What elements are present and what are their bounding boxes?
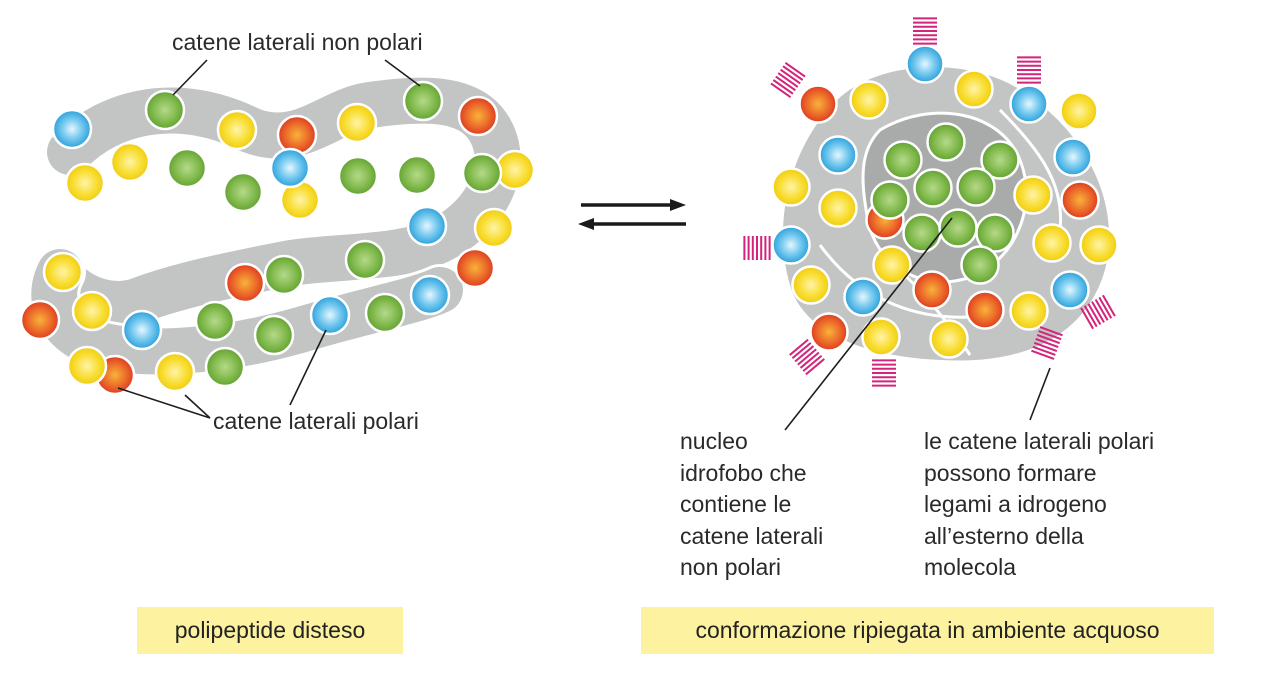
nonpolar-side-chain-bead <box>975 213 1015 253</box>
nonpolar-side-chain-bead <box>956 167 996 207</box>
polar-yellow-side-chain-bead <box>872 245 912 285</box>
polar-yellow-side-chain-bead <box>473 207 515 249</box>
nonpolar-side-chain-bead <box>222 171 264 213</box>
polar-yellow-side-chain-bead <box>336 102 378 144</box>
nonpolar-side-chain-bead <box>913 168 953 208</box>
hydrogen-bond-marks <box>743 17 1116 387</box>
polar-blue-side-chain-bead <box>818 135 858 175</box>
polar-blue-side-chain-bead <box>905 44 945 84</box>
label-polar-side-chains: catene laterali polari <box>213 408 419 434</box>
hydrogen-bond-mark <box>1031 326 1063 360</box>
unfolded-side-chains <box>19 80 536 396</box>
polar-yellow-side-chain-bead <box>861 317 901 357</box>
nonpolar-side-chain-bead <box>870 180 910 220</box>
hydrogen-bond-mark <box>1080 294 1116 330</box>
nonpolar-side-chain-bead <box>902 213 942 253</box>
hbond-line-5: molecola <box>924 554 1017 580</box>
core-line-3: contiene le <box>680 491 792 517</box>
core-line-5: non polari <box>680 554 782 580</box>
polar-blue-side-chain-bead <box>771 225 811 265</box>
nonpolar-side-chain-bead <box>144 89 186 131</box>
nonpolar-side-chain-bead <box>364 292 406 334</box>
polar-blue-side-chain-bead <box>409 274 451 316</box>
polar-red-side-chain-bead <box>798 84 838 124</box>
hbond-line-3: legami a idrogeno <box>924 491 1107 517</box>
nonpolar-side-chain-bead <box>883 140 923 180</box>
polar-yellow-side-chain-bead <box>71 290 113 332</box>
polar-yellow-side-chain-bead <box>154 351 196 393</box>
polar-yellow-side-chain-bead <box>1009 291 1049 331</box>
polar-red-side-chain-bead <box>965 290 1005 330</box>
nonpolar-side-chain-bead <box>396 154 438 196</box>
nonpolar-side-chain-bead <box>263 254 305 296</box>
polar-yellow-side-chain-bead <box>1059 91 1099 131</box>
hydrogen-bond-mark <box>789 338 825 376</box>
polar-yellow-side-chain-bead <box>64 162 106 204</box>
polar-red-side-chain-bead <box>224 262 266 304</box>
polar-blue-side-chain-bead <box>1009 84 1049 124</box>
polar-red-side-chain-bead <box>1060 180 1100 220</box>
hbond-line-4: all’esterno della <box>924 522 1084 549</box>
equilibrium-arrows <box>578 199 686 230</box>
polar-blue-side-chain-bead <box>406 205 448 247</box>
hbond-line-2: possono formare <box>924 459 1097 486</box>
polar-yellow-side-chain-bead <box>771 167 811 207</box>
polar-red-side-chain-bead <box>454 247 496 289</box>
nonpolar-side-chain-bead <box>402 80 444 122</box>
polar-blue-side-chain-bead <box>843 277 883 317</box>
left-pointer-lines <box>117 59 421 419</box>
polar-yellow-side-chain-bead <box>42 251 84 293</box>
polar-yellow-side-chain-bead <box>954 69 994 109</box>
polar-red-side-chain-bead <box>276 114 318 156</box>
core-line-2: idrofobo che <box>680 459 807 486</box>
polar-yellow-side-chain-bead <box>216 109 258 151</box>
nonpolar-side-chain-bead <box>926 122 966 162</box>
polar-yellow-side-chain-bead <box>818 188 858 228</box>
hydrogen-bond-mark <box>872 359 896 387</box>
hbond-line-1: le catene laterali polari <box>924 428 1155 454</box>
nonpolar-side-chain-bead <box>194 300 236 342</box>
hydrogen-bond-mark <box>743 236 771 260</box>
polar-blue-side-chain-bead <box>269 147 311 189</box>
hydrogen-bond-mark <box>913 17 937 45</box>
polar-yellow-side-chain-bead <box>791 265 831 305</box>
nonpolar-side-chain-bead <box>461 152 503 194</box>
polar-yellow-side-chain-bead <box>1032 223 1072 263</box>
label-hydrophobic-core: nucleo idrofobo che contiene le catene l… <box>680 426 823 584</box>
core-line-4: catene laterali <box>680 522 824 549</box>
nonpolar-side-chain-bead <box>337 155 379 197</box>
nonpolar-side-chain-bead <box>344 239 386 281</box>
polar-red-side-chain-bead <box>457 95 499 137</box>
polar-yellow-side-chain-bead <box>109 141 151 183</box>
right-pointer-lines <box>784 217 1051 431</box>
polar-yellow-side-chain-bead <box>1079 225 1119 265</box>
nonpolar-side-chain-bead <box>960 245 1000 285</box>
polar-red-side-chain-bead <box>912 270 952 310</box>
caption-folded: conformazione ripiegata in ambiente acqu… <box>641 607 1214 654</box>
polar-blue-side-chain-bead <box>121 309 163 351</box>
polar-blue-side-chain-bead <box>309 294 351 336</box>
polar-yellow-side-chain-bead <box>66 345 108 387</box>
polar-yellow-side-chain-bead <box>849 80 889 120</box>
label-nonpolar-side-chains: catene laterali non polari <box>172 29 423 55</box>
polar-yellow-side-chain-bead <box>929 319 969 359</box>
polar-red-side-chain-bead <box>809 312 849 352</box>
caption-unfolded: polipeptide disteso <box>137 607 403 654</box>
polar-blue-side-chain-bead <box>51 108 93 150</box>
hydrogen-bond-mark <box>770 61 806 99</box>
core-line-1: nucleo <box>680 428 748 454</box>
nonpolar-side-chain-bead <box>204 346 246 388</box>
nonpolar-side-chain-bead <box>166 147 208 189</box>
folded-side-chains <box>771 44 1119 359</box>
hydrogen-bond-mark <box>1017 56 1041 84</box>
nonpolar-side-chain-bead <box>253 314 295 356</box>
label-hbond-note: le catene laterali polari possono formar… <box>924 426 1154 584</box>
nonpolar-side-chain-bead <box>980 140 1020 180</box>
polar-blue-side-chain-bead <box>1053 137 1093 177</box>
polar-red-side-chain-bead <box>19 299 61 341</box>
polar-blue-side-chain-bead <box>1050 270 1090 310</box>
polar-yellow-side-chain-bead <box>1013 175 1053 215</box>
